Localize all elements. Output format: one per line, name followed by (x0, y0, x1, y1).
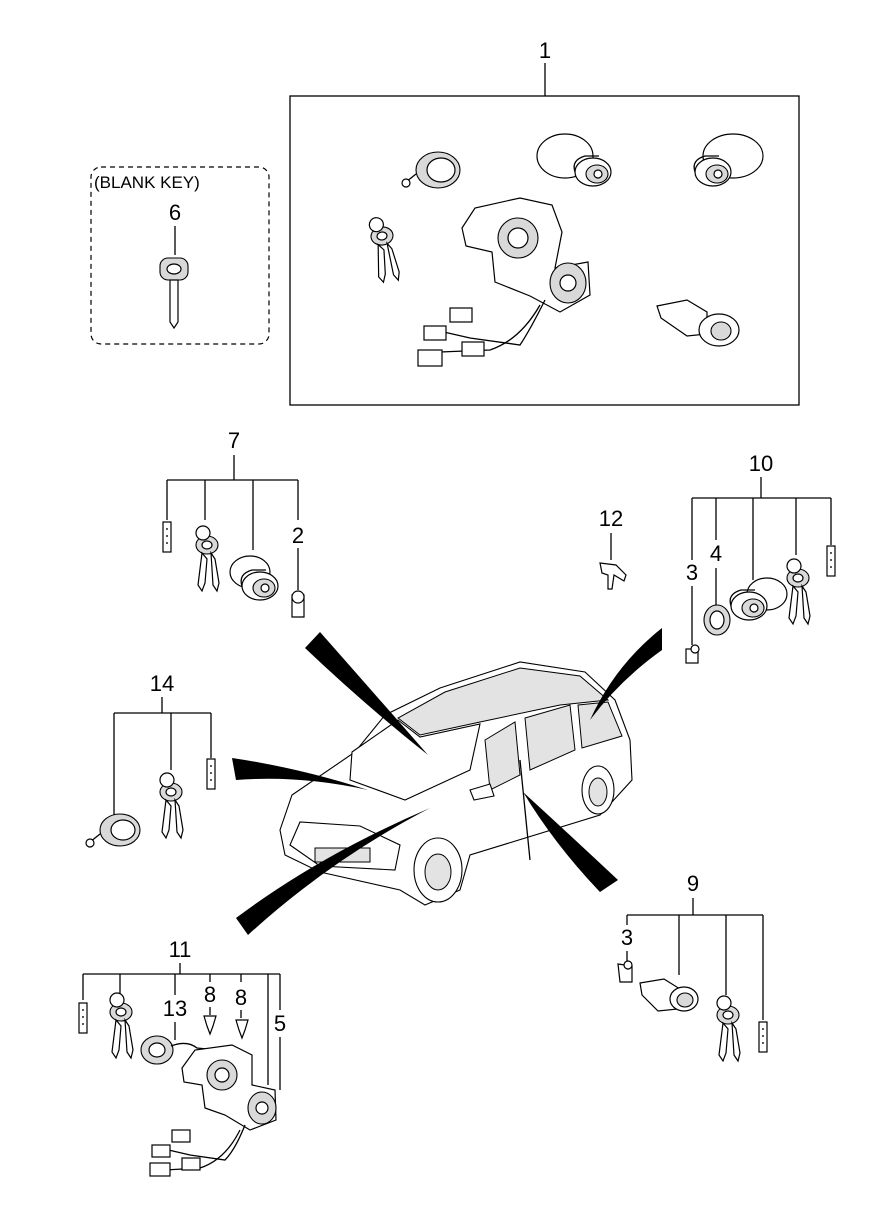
group-9-bracket (626, 898, 764, 1020)
group-7-bracket (166, 455, 299, 550)
ignition-lock-assembly (417, 197, 591, 367)
group-11-screw-a (203, 1015, 217, 1036)
pointer-hood-lock (232, 758, 368, 790)
fuel-lock-cylinder (693, 133, 764, 187)
group-14-lock-cylinder (85, 813, 141, 848)
callout-14: 14 (150, 671, 174, 696)
blank-key (159, 257, 189, 330)
callout-13: 13 (163, 996, 187, 1021)
callout-4: 4 (710, 541, 722, 566)
kit-box (289, 95, 800, 406)
callout-2: 2 (292, 523, 304, 548)
group-9-key-tag (758, 1021, 768, 1053)
group-11-screw-b (235, 1019, 249, 1040)
group-10-lock-cylinder (729, 577, 788, 621)
callout-6: 6 (169, 200, 181, 225)
callout-7: 7 (228, 428, 240, 453)
group-10-key (786, 558, 811, 625)
group-11-ignition-lock-assembly (149, 1044, 277, 1177)
group-7-clip (291, 590, 305, 618)
callout-3-bottom: 3 (621, 925, 633, 950)
callout-10: 10 (749, 451, 773, 476)
group-9-lock-cylinder (639, 978, 699, 1012)
callout-1: 1 (539, 38, 551, 63)
callout-12: 12 (599, 506, 623, 531)
kit-key (367, 214, 401, 284)
trunk-lock-cylinder (401, 151, 461, 189)
pointer-sliding-door (590, 628, 662, 720)
retainer-clip (599, 562, 627, 590)
group-10-clip (685, 644, 700, 664)
group-10-key-tag (826, 545, 836, 577)
pointer-ignition (236, 808, 430, 935)
minivan-illustration (279, 661, 633, 906)
blank-key-box (90, 166, 270, 345)
group-14-key (159, 772, 184, 839)
blank-key-label: (BLANK KEY) (94, 173, 200, 192)
callout-11: 11 (169, 937, 192, 962)
pointer-hood-release (305, 632, 428, 755)
group-11-key-tag (78, 1002, 88, 1034)
group-11-illumination-ring (140, 1035, 218, 1065)
group-7-key (195, 525, 220, 592)
callout-5: 5 (274, 1011, 286, 1036)
group-9-key (716, 995, 741, 1062)
group-11-key (109, 992, 134, 1059)
callout-3-right: 3 (686, 560, 698, 585)
pointer-front-door (523, 792, 618, 892)
callout-8-a: 8 (204, 982, 216, 1007)
callout-9: 9 (687, 871, 699, 896)
group-14-bracket (113, 697, 212, 815)
group-14-key-tag (206, 758, 216, 790)
group-10-bracket (691, 477, 832, 580)
group-9-clip (617, 960, 633, 983)
group-7-key-tag (162, 521, 172, 553)
group-7-lock-cylinder (229, 555, 279, 601)
glove-box-lock (656, 299, 740, 347)
callout-8-b: 8 (235, 985, 247, 1010)
door-lock-cylinder (536, 133, 612, 187)
group-10-bezel (703, 604, 731, 636)
